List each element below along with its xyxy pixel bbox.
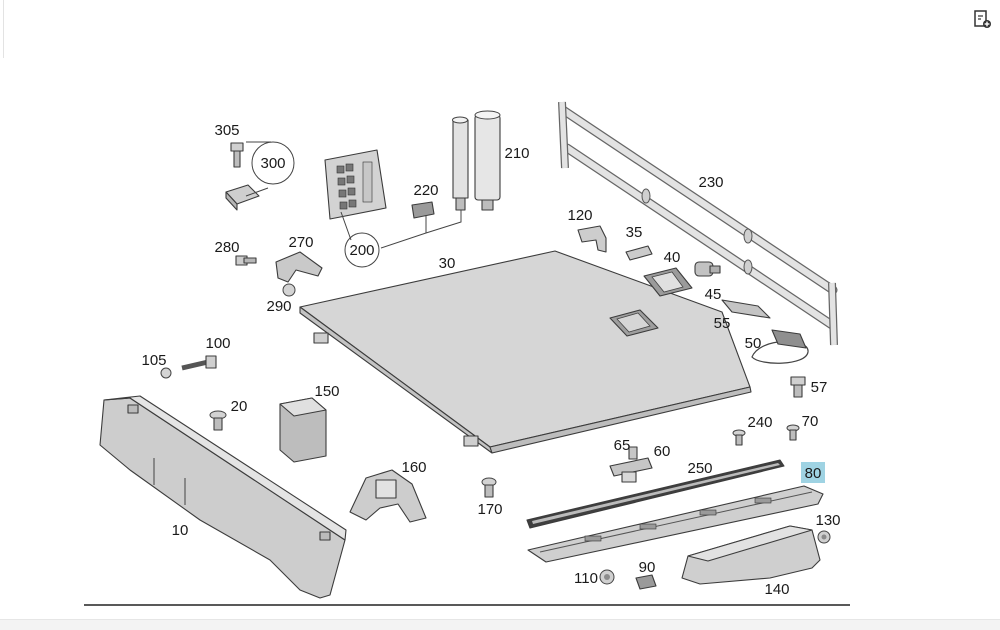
callout-90[interactable]: 90 <box>639 559 656 576</box>
part-170-screw[interactable] <box>481 477 497 498</box>
part-90-clip[interactable] <box>635 574 657 590</box>
callout-305[interactable]: 305 <box>214 122 239 139</box>
callout-250[interactable]: 250 <box>687 460 712 477</box>
callout-20[interactable]: 20 <box>231 398 248 415</box>
callout-210[interactable]: 210 <box>504 145 529 162</box>
part-280-screw[interactable] <box>235 255 257 266</box>
part-210-cylinders[interactable] <box>452 110 501 211</box>
callout-140[interactable]: 140 <box>764 581 789 598</box>
callout-80[interactable]: 80 <box>805 465 822 482</box>
callout-270[interactable]: 270 <box>288 234 313 251</box>
callout-40[interactable]: 40 <box>664 249 681 266</box>
part-305-screw[interactable] <box>230 142 244 168</box>
callout-labels: 305 300 210 220 200 230 120 35 40 45 55 … <box>141 122 840 598</box>
part-60-latch[interactable] <box>609 457 653 483</box>
callout-290[interactable]: 290 <box>266 298 291 315</box>
leader-305-300 <box>245 141 271 197</box>
part-50-strap[interactable] <box>751 329 809 364</box>
part-290-nut[interactable] <box>282 283 296 297</box>
callout-230[interactable]: 230 <box>698 174 723 191</box>
left-edge-tab <box>0 0 4 58</box>
callout-30[interactable]: 30 <box>439 255 456 272</box>
callout-200[interactable]: 200 <box>349 242 374 259</box>
callout-100[interactable]: 100 <box>205 335 230 352</box>
part-120-bracket[interactable] <box>577 225 607 253</box>
part-110-fastener[interactable] <box>599 569 615 585</box>
part-100-bolt[interactable] <box>181 355 217 371</box>
part-20-fastener[interactable] <box>209 410 227 431</box>
part-230-tube-frame[interactable] <box>558 101 838 346</box>
callout-240[interactable]: 240 <box>747 414 772 431</box>
callout-120[interactable]: 120 <box>567 207 592 224</box>
callout-65[interactable]: 65 <box>614 437 631 454</box>
part-200-kit-board[interactable] <box>324 149 387 220</box>
part-105-washer[interactable] <box>160 367 172 379</box>
callout-55[interactable]: 55 <box>714 315 731 332</box>
callout-110[interactable]: 110 <box>574 570 598 587</box>
callout-105[interactable]: 105 <box>141 352 166 369</box>
part-55-hinge[interactable] <box>721 299 771 319</box>
part-300-clip[interactable] <box>225 184 260 211</box>
part-57-clip[interactable] <box>790 376 806 398</box>
callout-130[interactable]: 130 <box>815 512 840 529</box>
callout-280[interactable]: 280 <box>214 239 239 256</box>
part-40-handle-tray[interactable] <box>643 267 693 297</box>
highlight-box-80 <box>801 462 825 483</box>
part-65-pin[interactable] <box>628 446 638 460</box>
callout-300[interactable]: 300 <box>260 155 285 172</box>
callout-60[interactable]: 60 <box>654 443 671 460</box>
bottom-scroll-band <box>0 619 1000 630</box>
callout-57[interactable]: 57 <box>811 379 828 396</box>
callout-50[interactable]: 50 <box>745 335 762 352</box>
part-45-lock[interactable] <box>694 261 721 277</box>
part-150-block[interactable] <box>279 397 327 463</box>
callout-ring-300 <box>251 141 295 185</box>
part-270-bracket[interactable] <box>275 251 323 283</box>
callout-10[interactable]: 10 <box>172 522 189 539</box>
leader-200 <box>340 210 462 249</box>
part-220-connector[interactable] <box>411 201 435 219</box>
part-10-side-panel[interactable] <box>99 395 347 599</box>
add-to-list-icon <box>974 10 991 28</box>
callout-35[interactable]: 35 <box>626 224 643 241</box>
part-250-rail[interactable] <box>526 459 785 529</box>
part-35-plate[interactable] <box>625 245 653 261</box>
part-70-screw[interactable] <box>786 424 800 441</box>
callout-45[interactable]: 45 <box>705 286 722 303</box>
callout-150[interactable]: 150 <box>314 383 339 400</box>
part-240-screw[interactable] <box>732 429 746 446</box>
part-140-cover[interactable] <box>681 525 821 585</box>
part-160-mount[interactable] <box>349 469 427 523</box>
part-80-rail-assembly[interactable] <box>527 485 824 563</box>
add-to-list-button[interactable] <box>969 6 995 32</box>
callout-160[interactable]: 160 <box>401 459 426 476</box>
part-30-floor-panel[interactable] <box>299 250 752 454</box>
callout-70[interactable]: 70 <box>802 413 819 430</box>
callout-170[interactable]: 170 <box>477 501 502 518</box>
callout-ring-200 <box>344 232 380 268</box>
part-130-nut[interactable] <box>817 530 831 544</box>
callout-220[interactable]: 220 <box>413 182 438 199</box>
